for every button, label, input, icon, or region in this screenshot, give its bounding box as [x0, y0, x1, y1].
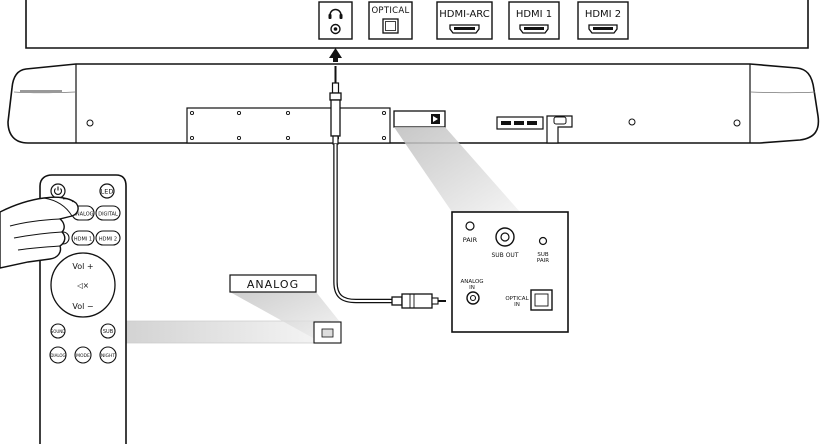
analog-in-label-1: ANALOG	[460, 279, 483, 285]
analog-in-label-2: IN	[469, 285, 475, 291]
sub-out-label: SUB OUT	[491, 252, 518, 259]
zoom-beam	[394, 127, 520, 212]
digital-button-label: DIGITAL	[98, 212, 118, 218]
optical-port-label: OPTICAL	[371, 6, 409, 16]
hdmi-arc-port: HDMI-ARC	[436, 1, 493, 40]
hdmi1-port: HDMI 1	[508, 1, 560, 40]
dialog-button[interactable]: DIALOG	[49, 346, 67, 364]
analog-button-label: ANALOG	[73, 212, 94, 218]
hdmi1-button-label: HDMI 1	[74, 237, 92, 243]
night-button[interactable]: NIGHT	[99, 346, 117, 364]
hdmi2-port: HDMI 2	[577, 1, 629, 40]
soundbar	[7, 63, 820, 144]
sub-pair-button	[538, 236, 548, 246]
mode-button[interactable]: MODE	[74, 346, 92, 364]
headphone-port	[318, 1, 353, 40]
hdmi1-port-label: HDMI 1	[516, 9, 552, 20]
power-icon	[53, 186, 63, 195]
hdmi-arc-port-label: HDMI-ARC	[439, 9, 489, 20]
mode-button-label: MODE	[76, 353, 90, 359]
hdmi2-button-label: HDMI 2	[99, 237, 117, 243]
sound-button[interactable]: SOUND	[50, 323, 66, 339]
pressing-hand	[0, 196, 79, 269]
hdmi2-port-label: HDMI 2	[585, 9, 621, 20]
night-button-label: NIGHT	[101, 353, 116, 359]
sub-pair-label-1: SUB	[537, 252, 549, 258]
headphone-icon	[328, 8, 343, 19]
digital-button[interactable]: DIGITAL	[95, 205, 121, 221]
vol-down-button[interactable]: Vol −	[72, 302, 93, 311]
sub-pair-label-2: PAIR	[537, 258, 549, 264]
pair-label: PAIR	[463, 236, 478, 244]
vol-up-button[interactable]: Vol +	[72, 262, 93, 271]
insert-arrow-icon	[329, 48, 342, 62]
analog-callout-label: ANALOG	[247, 278, 299, 291]
sound-button-label: SOUND	[51, 329, 66, 334]
hdmi2-button[interactable]: HDMI 2	[95, 230, 121, 246]
optical-in-label-2: IN	[514, 302, 520, 308]
analog-cable	[329, 66, 446, 309]
tv-back-panel: OPTICAL HDMI-ARC HDMI 1 HDMI 2	[25, 0, 809, 49]
hdmi1-button[interactable]: HDMI 1	[71, 230, 95, 246]
dialog-button-label: DIALOG	[50, 353, 65, 358]
pair-button	[465, 221, 475, 231]
led-button[interactable]: LED	[99, 183, 115, 199]
power-button[interactable]	[50, 183, 66, 199]
sub-button[interactable]: SUB	[100, 323, 116, 339]
sub-out-port	[495, 227, 515, 247]
mute-button[interactable]: ◁×	[77, 281, 89, 290]
optical-in-port	[530, 289, 553, 311]
callout-beam	[230, 292, 340, 343]
analog-in-port	[466, 291, 480, 305]
optical-in-label-1: OPTICAL	[505, 296, 529, 302]
sub-button-label: SUB	[103, 329, 114, 335]
optical-port: OPTICAL	[368, 1, 413, 40]
soundbar-zoom-panel: PAIR SUB OUT SUB PAIR ANALOG IN OPTICAL …	[451, 211, 569, 333]
led-button-label: LED	[101, 188, 114, 196]
analog-callout-box	[229, 274, 317, 293]
volume-pad: Vol + ◁× Vol −	[50, 252, 116, 318]
